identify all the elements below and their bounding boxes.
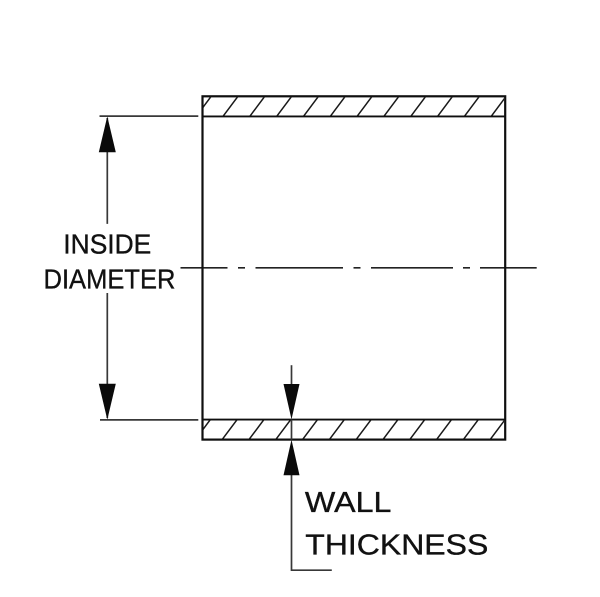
svg-text:THICKNESS: THICKNESS	[305, 529, 488, 561]
svg-text:WALL: WALL	[305, 487, 392, 519]
svg-text:DIAMETER: DIAMETER	[44, 264, 176, 295]
svg-text:INSIDE: INSIDE	[63, 229, 151, 260]
